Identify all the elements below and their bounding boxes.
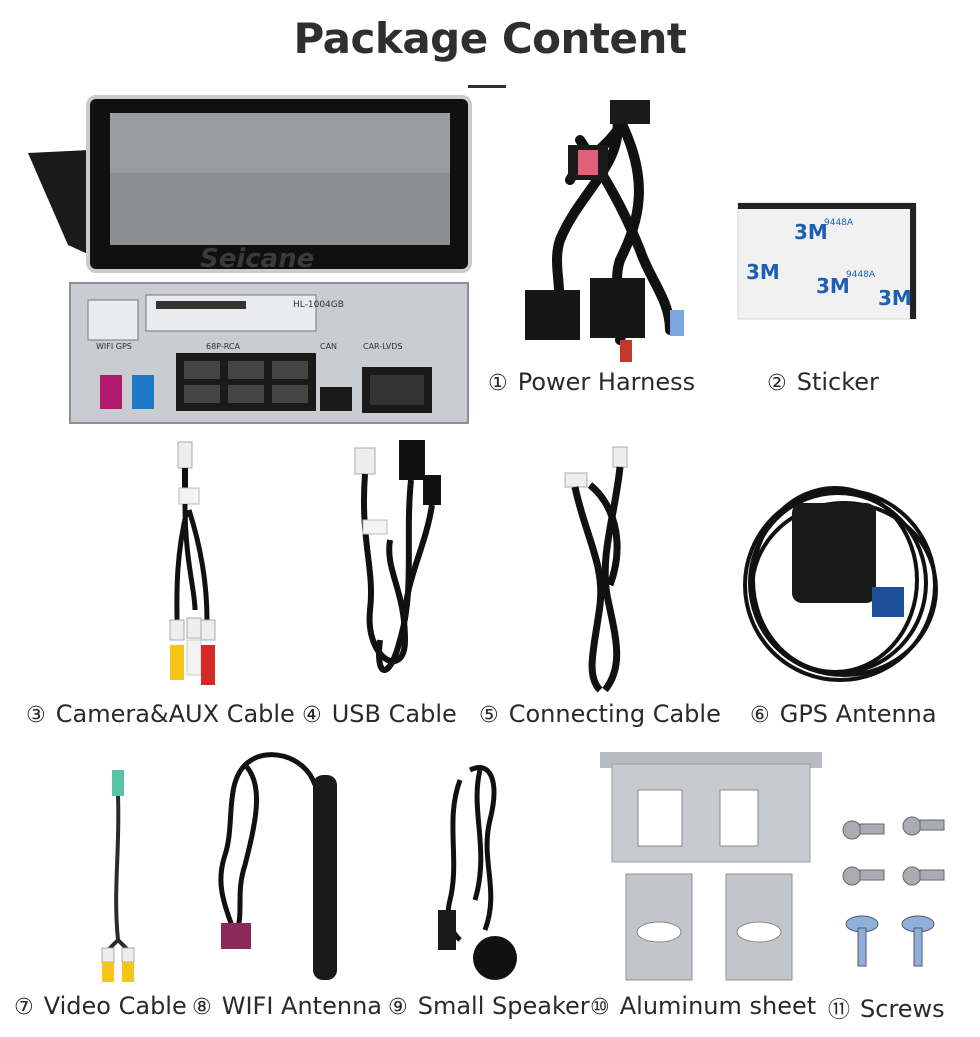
gps-antenna-drawing (743, 486, 938, 682)
box-label-lvds: CAR-LVDS (363, 342, 402, 351)
usb-cable-image (345, 440, 445, 695)
aluminum-sheet-drawing (600, 752, 822, 981)
screws-drawing (842, 816, 945, 967)
video-cable-image (98, 770, 138, 985)
caption-number: ③ (26, 703, 46, 728)
caption-number: ⑨ (388, 995, 408, 1020)
caption-number: ⑤ (479, 703, 499, 728)
connecting-cable-drawing (564, 446, 628, 693)
head-unit-drawing: Seicane HL-1004GB WIFI GPS 68P-RCA CAN C… (28, 95, 472, 424)
caption-power-harness: ① Power Harness (488, 368, 695, 396)
caption-screws: ⑪ Screws (828, 992, 945, 1024)
box-label-can: CAN (320, 342, 337, 351)
sticker-drawing: 3M 3M 3M 3M 9448A 9448A (737, 202, 917, 320)
title-underline (468, 85, 506, 88)
screws-image (840, 810, 950, 970)
caption-connecting-cable: ⑤ Connecting Cable (479, 700, 721, 728)
caption-small-speaker: ⑨ Small Speaker (388, 992, 590, 1020)
camera-aux-cable-drawing (169, 441, 216, 685)
sticker-brand-1: 3M (794, 220, 828, 244)
power-harness-drawing (525, 100, 684, 362)
sticker-brand-2: 3M (746, 260, 780, 284)
caption-video-cable: ⑦ Video Cable (14, 992, 187, 1020)
caption-number: ② (767, 371, 787, 396)
caption-label: WIFI Antenna (221, 992, 382, 1020)
sticker-code-2: 9448A (846, 270, 876, 280)
caption-label: USB Cable (331, 700, 457, 728)
gps-antenna-image (740, 465, 940, 685)
small-speaker-image (430, 760, 550, 990)
caption-gps-antenna: ⑥ GPS Antenna (750, 700, 937, 728)
caption-number: ④ (302, 703, 322, 728)
camera-aux-cable-image (165, 440, 225, 695)
wifi-antenna-drawing (218, 752, 337, 980)
caption-wifi-antenna: ⑧ WIFI Antenna (192, 992, 382, 1020)
connecting-cable-image (555, 445, 635, 695)
caption-label: Camera&AUX Cable (55, 700, 295, 728)
wifi-antenna-image (205, 745, 345, 985)
caption-label: Power Harness (517, 368, 696, 396)
caption-label: Video Cable (43, 992, 187, 1020)
power-harness-image (520, 100, 700, 362)
caption-camera-aux-cable: ③ Camera&AUX Cable (26, 700, 295, 728)
caption-label: Small Speaker (417, 992, 590, 1020)
caption-sticker: ② Sticker (767, 368, 879, 396)
caption-label: GPS Antenna (779, 700, 937, 728)
caption-label: Aluminum sheet (619, 992, 817, 1020)
screen-brand-text: Seicane (200, 244, 314, 274)
page-title: Package Content (293, 14, 687, 63)
aluminum-sheet-image (600, 752, 825, 984)
video-cable-drawing (101, 770, 135, 982)
caption-number: ① (488, 371, 508, 396)
caption-label: Connecting Cable (508, 700, 721, 728)
caption-number: ⑥ (750, 703, 770, 728)
caption-usb-cable: ④ USB Cable (302, 700, 457, 728)
caption-label: Screws (860, 995, 945, 1023)
box-model-text: HL-1004GB (293, 300, 344, 310)
caption-number: ⑧ (192, 995, 212, 1020)
box-label-wifi-gps: WIFI GPS (96, 342, 132, 351)
sticker-brand-4: 3M (878, 286, 912, 310)
caption-label: Sticker (796, 368, 879, 396)
usb-cable-drawing (354, 440, 441, 673)
sticker-brand-3: 3M (816, 274, 850, 298)
sticker-image: 3M 3M 3M 3M 9448A 9448A (737, 202, 918, 321)
small-speaker-drawing (438, 765, 517, 980)
head-unit-image: Seicane HL-1004GB WIFI GPS 68P-RCA CAN C… (28, 95, 473, 430)
caption-number: ⑪ (828, 998, 851, 1023)
caption-aluminum-sheet: ⑩ Aluminum sheet (590, 992, 816, 1020)
sticker-code-1: 9448A (824, 218, 854, 228)
caption-number: ⑩ (590, 995, 610, 1020)
box-label-rca: 68P-RCA (206, 342, 240, 351)
caption-number: ⑦ (14, 995, 34, 1020)
